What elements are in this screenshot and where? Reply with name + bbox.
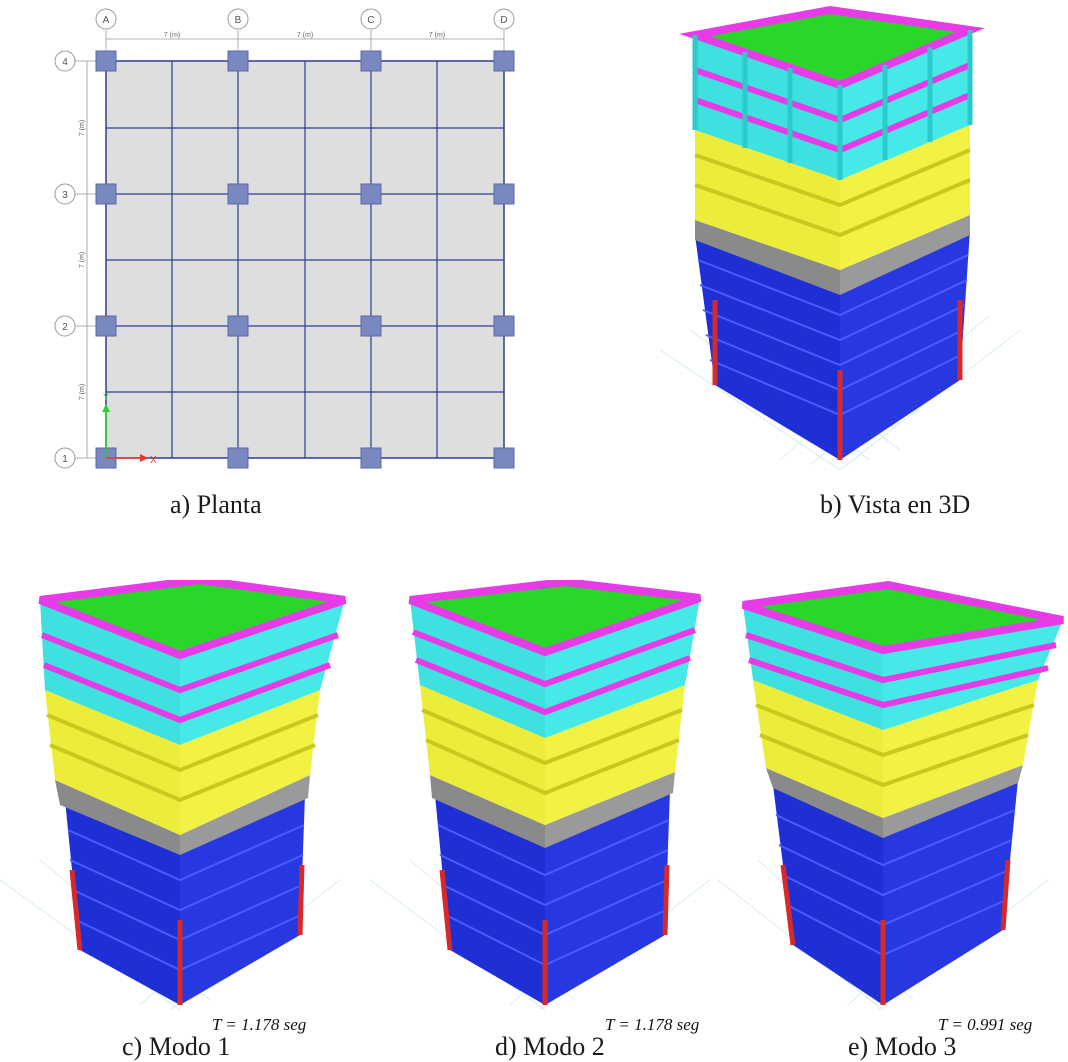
view-3d-caption: b) Vista en 3D	[820, 490, 971, 519]
plan-caption: a) Planta	[170, 490, 262, 519]
view-3d: b) Vista en 3D	[640, 0, 1068, 530]
mode-2-period: T = 1.178 seg	[605, 1015, 700, 1034]
mode-2-view: T = 1.178 seg d) Modo 2	[369, 577, 720, 1061]
upper-block-left	[695, 35, 840, 180]
plan-axis-bubbles-left	[54, 50, 76, 469]
span-label-34: 7 (m)	[79, 120, 86, 136]
x-axis-label: X	[150, 455, 157, 466]
axis-label-b: B	[235, 15, 242, 26]
mid-block-right	[840, 125, 970, 270]
axis-label-c: C	[367, 15, 374, 26]
axis-label-3: 3	[62, 190, 68, 201]
building-mode-1	[0, 575, 347, 1011]
mode-3-period: T = 0.991 seg	[938, 1015, 1033, 1034]
plan-drawing: A B C D 4 3 2 1 7 (m) 7 (m) 7 (m) 7 (m) …	[54, 8, 515, 469]
upper-block-right	[840, 30, 970, 180]
span-label-ab: 7 (m)	[164, 32, 180, 39]
axis-label-4: 4	[62, 57, 68, 68]
lower-block-right	[840, 230, 970, 460]
plan-view: A B C D 4 3 2 1 7 (m) 7 (m) 7 (m) 7 (m) …	[40, 0, 540, 519]
plan-columns	[95, 50, 515, 469]
span-label-12: 7 (m)	[79, 384, 86, 400]
lower-block-left	[695, 235, 840, 460]
y-axis-label: Y	[103, 392, 109, 402]
axis-label-2: 2	[62, 322, 68, 333]
span-label-23: 7 (m)	[79, 252, 86, 268]
plan-local-axes: Y X	[102, 392, 157, 466]
axis-label-d: D	[500, 15, 507, 26]
building-mode-3	[717, 580, 1064, 1011]
span-label-cd: 7 (m)	[429, 32, 445, 39]
mode-3-view: T = 0.991 seg e) Modo 3	[717, 580, 1068, 1061]
mode-1-caption: c) Modo 1	[122, 1032, 231, 1061]
mid-block-left	[695, 130, 840, 270]
mode-3-caption: e) Modo 3	[848, 1032, 957, 1061]
plan-grid-lines	[106, 61, 504, 458]
mode-1-view: T = 1.178 seg c) Modo 1	[0, 575, 350, 1061]
plan-axis-bubbles-top	[95, 8, 515, 30]
building-mode-2	[369, 577, 711, 1011]
axis-label-a: A	[103, 15, 110, 26]
building-3d-b	[659, 5, 1021, 471]
span-label-bc: 7 (m)	[297, 32, 313, 39]
axis-label-1: 1	[62, 454, 68, 465]
mode-2-caption: d) Modo 2	[495, 1032, 605, 1061]
mode-1-period: T = 1.178 seg	[212, 1015, 307, 1034]
